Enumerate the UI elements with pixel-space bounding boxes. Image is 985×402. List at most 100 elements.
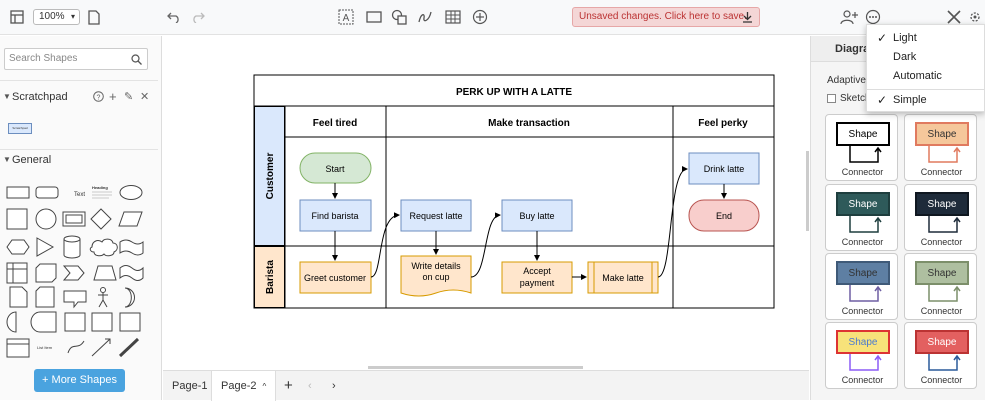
general-shapes-grid[interactable]: Text Heading List Item	[4, 181, 149, 361]
text-icon[interactable]: A	[337, 8, 355, 26]
style-shape-preview: Shape	[836, 330, 890, 354]
style-connector-label: Connector	[920, 237, 963, 247]
search-shapes-input[interactable]: Search Shapes	[4, 48, 148, 70]
undo-icon[interactable]	[165, 8, 183, 26]
chevron-right-icon[interactable]: ›	[332, 380, 336, 392]
checkmark-icon: ✓	[877, 31, 888, 45]
node-make-latte	[587, 261, 659, 294]
menu-item-automatic[interactable]: Automatic	[867, 67, 985, 86]
zoom-select[interactable]: 100% ▾	[33, 9, 80, 25]
scratchpad-item[interactable]: Scratchpad	[8, 123, 32, 134]
style-shape-preview: Shape	[915, 122, 969, 146]
tab-page-2[interactable]: Page-2 ^	[211, 371, 277, 401]
redo-icon[interactable]	[189, 8, 207, 26]
connector-preview	[928, 146, 961, 163]
more-shapes-label: + More Shapes	[42, 374, 117, 386]
lane-customer-label: Customer	[265, 153, 276, 200]
shape-text-label: Text	[74, 192, 85, 198]
node-accept-payment-label-2: payment	[520, 278, 555, 288]
connector-preview	[849, 146, 882, 163]
menu-item-dark-label: Dark	[893, 51, 917, 63]
more-shapes-button[interactable]: + More Shapes	[34, 369, 125, 392]
connector-preview	[928, 285, 961, 302]
help-icon[interactable]: ?	[93, 86, 104, 108]
node-buy-latte-label: Buy latte	[519, 211, 554, 221]
page-icon[interactable]	[85, 8, 103, 26]
scratchpad-item-label: Scratchpad	[12, 126, 28, 130]
zoom-value: 100%	[39, 11, 65, 22]
unsaved-text: Unsaved changes. Click here to save.	[579, 11, 747, 22]
page-tabs-bar: Page-1 Page-2 ^ + ‹ ›	[163, 370, 809, 401]
node-greet-customer	[299, 261, 372, 294]
lane-barista	[254, 246, 285, 308]
adaptive-label: Adaptive	[827, 75, 866, 86]
style-connector-label: Connector	[841, 306, 884, 316]
col-feel-perky: Feel perky	[698, 118, 748, 129]
menu-item-simple[interactable]: ✓ Simple	[867, 91, 985, 110]
horizontal-scrollbar	[368, 366, 583, 369]
search-placeholder: Search Shapes	[9, 53, 78, 64]
style-shape-preview: Shape	[836, 192, 890, 216]
tab-page-1[interactable]: Page-1	[163, 371, 216, 401]
tools-icon[interactable]	[945, 8, 963, 26]
more-options-icon[interactable]	[864, 8, 882, 26]
theme-settings-icon[interactable]	[966, 8, 984, 26]
connector-preview	[928, 216, 961, 233]
node-write-details-label-2: on cup	[422, 272, 449, 282]
col-feel-tired: Feel tired	[313, 118, 357, 129]
menu-item-dark[interactable]: Dark	[867, 48, 985, 67]
checkmark-icon: ✓	[877, 93, 888, 107]
divider	[0, 149, 158, 150]
diagram-title: PERK UP WITH A LATTE	[456, 87, 572, 98]
node-request-latte-label: Request latte	[409, 211, 462, 221]
node-end-label: End	[716, 211, 732, 221]
scratchpad-label: Scratchpad	[12, 91, 68, 103]
node-request-latte	[400, 199, 472, 232]
node-write-details-label-1: Write details	[411, 261, 461, 271]
connector-preview	[849, 216, 882, 233]
menu-item-simple-label: Simple	[893, 94, 927, 106]
edit-pencil-icon[interactable]: ✎	[124, 91, 134, 103]
rectangle-icon[interactable]	[365, 8, 383, 26]
diagram-canvas[interactable]: PERK UP WITH A LATTE Feel tired Make tra…	[163, 36, 809, 370]
table-icon[interactable]	[444, 8, 462, 26]
shapes-sidebar: Search Shapes ▼ Scratchpad ? + ✎ ✕ Scrat…	[0, 36, 162, 400]
lane-barista-label: Barista	[265, 260, 276, 294]
add-page-button[interactable]: +	[284, 377, 293, 394]
divider	[0, 80, 158, 81]
style-connector-label: Connector	[841, 237, 884, 247]
connector-preview	[849, 354, 882, 371]
general-label: General	[12, 154, 52, 166]
scratchpad-header[interactable]: ▼ Scratchpad ? + ✎ ✕	[0, 86, 158, 108]
general-header[interactable]: ▼ General	[0, 149, 158, 171]
insert-plus-icon[interactable]	[471, 8, 489, 26]
node-buy-latte	[501, 199, 573, 232]
svg-text:?: ?	[97, 95, 101, 102]
connectors	[332, 166, 727, 280]
unsaved-changes-button[interactable]: Unsaved changes. Click here to save.	[572, 7, 760, 27]
tab-diagram[interactable]: Diagra	[835, 43, 870, 55]
svg-text:A: A	[343, 13, 350, 24]
add-icon[interactable]: +	[109, 89, 117, 104]
node-find-barista-label: Find barista	[311, 211, 358, 221]
share-user-icon[interactable]	[840, 8, 858, 26]
style-connector-label: Connector	[841, 375, 884, 385]
shapes-icon[interactable]	[390, 8, 408, 26]
menu-item-light[interactable]: ✓ Light	[867, 29, 985, 48]
node-accept-payment-label-1: Accept	[523, 266, 551, 276]
sketch-checkbox[interactable]	[827, 94, 836, 103]
theme-menu: ✓ Light Dark Automatic ✓ Simple	[866, 24, 985, 112]
freehand-icon[interactable]	[416, 8, 434, 26]
chevron-left-icon[interactable]: ‹	[308, 380, 312, 392]
format-panel-icon[interactable]	[8, 8, 26, 26]
chevron-up-icon: ^	[262, 382, 267, 391]
close-icon[interactable]: ✕	[140, 91, 150, 103]
